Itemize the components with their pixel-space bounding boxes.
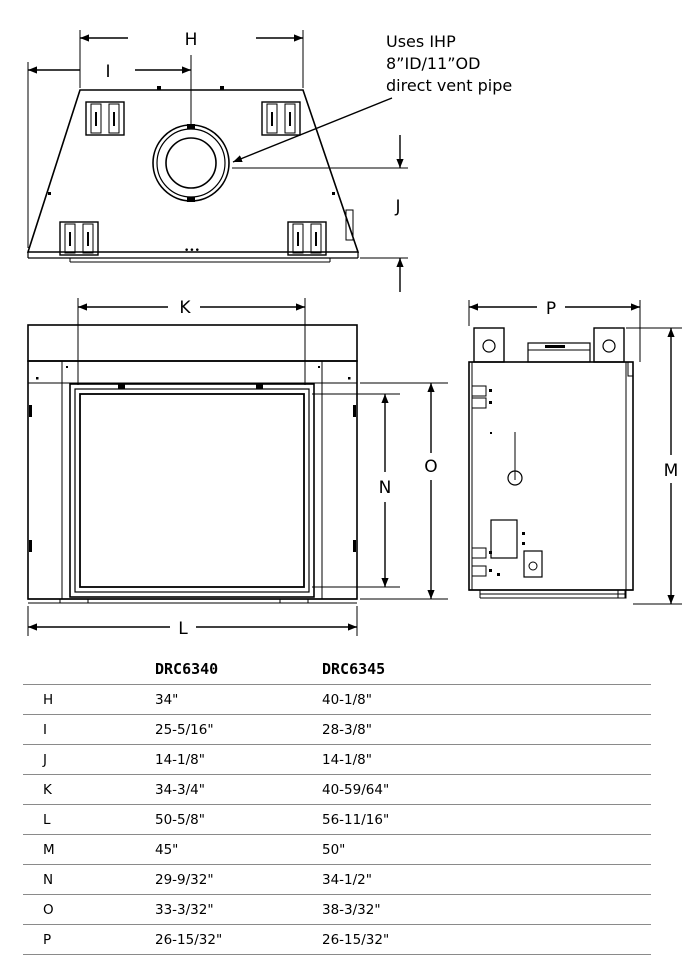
note-line-2: 8”ID/11”OD <box>386 54 480 73</box>
top-view: ••• H I J Uses IHP 8”ID/11”OD <box>26 30 512 292</box>
dimension-o: O <box>360 382 448 600</box>
dimension-p: P <box>468 299 641 362</box>
dimension-j: J <box>232 135 408 292</box>
value-cell: 29-9/32" <box>155 864 322 895</box>
standoff-tab <box>59 221 99 256</box>
dimension-cell: N <box>23 864 155 895</box>
fireplace-dimension-drawing: ••• H I J Uses IHP 8”ID/11”OD <box>26 30 682 639</box>
dimension-m: M <box>626 327 682 605</box>
value-cell: 14-1/8" <box>322 744 651 775</box>
side-body <box>468 361 634 591</box>
label-k: K <box>179 298 191 318</box>
label-h: H <box>185 30 198 50</box>
value-cell: 50-5/8" <box>155 804 322 835</box>
value-cell: 28-3/8" <box>322 714 651 745</box>
table-row: P 26-15/32" 26-15/32" <box>23 924 651 955</box>
table-header-row: DRC6340 DRC6345 <box>23 650 651 685</box>
side-standoff <box>593 327 625 363</box>
side-view: P M <box>468 299 682 605</box>
table-row: H 34" 40-1/8" <box>23 684 651 715</box>
side-standoff <box>473 327 505 363</box>
value-cell: 40-1/8" <box>322 684 651 715</box>
dimension-h: H <box>79 30 304 88</box>
label-p: P <box>546 299 556 319</box>
front-top-trim <box>27 324 358 362</box>
label-n: N <box>379 478 392 498</box>
label-j: J <box>394 197 400 217</box>
standoff-tab <box>287 221 327 256</box>
value-cell: 34-1/2" <box>322 864 651 895</box>
front-view: K L N O <box>27 298 448 639</box>
dimension-cell: H <box>23 684 155 715</box>
glass-frame <box>69 383 315 598</box>
note-line-3: direct vent pipe <box>386 76 512 95</box>
value-cell: 38-3/32" <box>322 894 651 925</box>
table-row: M 45" 50" <box>23 834 651 865</box>
value-cell: 26-15/32" <box>155 924 322 955</box>
table-row: I 25-5/16" 28-3/8" <box>23 714 651 745</box>
dimension-n: N <box>312 393 400 588</box>
standoff-tab <box>85 101 125 136</box>
value-cell: 45" <box>155 834 322 865</box>
dimension-l: L <box>27 606 358 639</box>
table-row: K 34-3/4" 40-59/64" <box>23 774 651 805</box>
value-cell: 25-5/16" <box>155 714 322 745</box>
table-row: O 33-3/32" 38-3/32" <box>23 894 651 925</box>
label-m: M <box>664 461 679 481</box>
vent-collar <box>152 124 230 202</box>
table-header <box>23 650 155 685</box>
dimension-cell: L <box>23 804 155 835</box>
table-row: N 29-9/32" 34-1/2" <box>23 864 651 895</box>
svg-text:•••: ••• <box>184 246 200 256</box>
top-view-outline <box>26 89 360 253</box>
table-header: DRC6345 <box>322 660 386 678</box>
label-i: I <box>105 62 110 82</box>
table-header: DRC6340 <box>155 660 219 678</box>
value-cell: 26-15/32" <box>322 924 651 955</box>
dimension-cell: P <box>23 924 155 955</box>
dimension-cell: I <box>23 714 155 745</box>
value-cell: 40-59/64" <box>322 774 651 805</box>
value-cell: 50" <box>322 834 651 865</box>
value-cell: 33-3/32" <box>155 894 322 925</box>
front-body <box>27 360 358 600</box>
label-o: O <box>424 457 437 477</box>
value-cell: 34-3/4" <box>155 774 322 805</box>
table-row: J 14-1/8" 14-1/8" <box>23 744 651 775</box>
vent-pipe-note: Uses IHP 8”ID/11”OD direct vent pipe <box>232 32 512 163</box>
label-l: L <box>178 619 188 639</box>
dimension-cell: O <box>23 894 155 925</box>
value-cell: 14-1/8" <box>155 744 322 775</box>
dimension-k: K <box>77 298 306 385</box>
dimension-table: DRC6340 DRC6345 H 34" 40-1/8" I 25-5/16"… <box>23 650 651 955</box>
dimension-cell: J <box>23 744 155 775</box>
dimension-cell: M <box>23 834 155 865</box>
standoff-tab <box>261 101 301 136</box>
note-line-1: Uses IHP <box>386 32 456 51</box>
dimension-cell: K <box>23 774 155 805</box>
value-cell: 34" <box>155 684 322 715</box>
value-cell: 56-11/16" <box>322 804 651 835</box>
glass-opening <box>79 393 305 588</box>
dimension-i: I <box>27 55 192 248</box>
control-box <box>490 519 518 559</box>
table-row: L 50-5/8" 56-11/16" <box>23 804 651 835</box>
